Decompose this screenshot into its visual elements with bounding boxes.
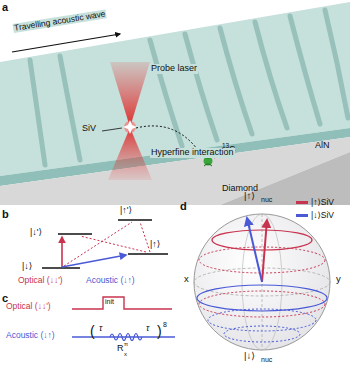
channel-label: Optical (↓↓'): [6, 302, 51, 311]
legend-swatch: [296, 214, 308, 217]
axis-label: y: [336, 274, 341, 284]
state-subscript: nuc: [261, 196, 272, 204]
legend-swatch: [296, 201, 308, 204]
state-label: |↓⟩: [22, 262, 32, 272]
legend-entry: |↑⟩SiV: [296, 198, 334, 207]
material-label: AlN: [315, 141, 330, 151]
state-label: |↑'⟩: [120, 206, 132, 216]
legend-text: |↑⟩SiV: [311, 198, 334, 207]
panel-letter: a: [2, 1, 8, 13]
bracket: ): [157, 324, 162, 339]
gate-superscript: π: [124, 341, 128, 348]
legend-entry: |↓⟩SiV: [296, 211, 334, 220]
gate-label: R: [117, 344, 124, 354]
bracket: (: [90, 324, 95, 339]
state-label: |↑⟩: [150, 240, 160, 250]
repeat-count: 8: [163, 321, 167, 329]
pulse-label: init: [105, 298, 114, 306]
pulse-sequence: [72, 297, 175, 341]
panel-letter: b: [2, 208, 9, 220]
state-subscript: nuc: [261, 356, 272, 364]
panel-letter: d: [180, 200, 187, 212]
device-illustration: [0, 2, 350, 205]
axis-label: x: [184, 274, 189, 284]
transition-label: Acoustic (↓↑): [86, 276, 135, 285]
legend-text: |↓⟩SiV: [311, 211, 334, 220]
transition-label: Optical (↓↓'): [18, 276, 63, 285]
wave-label: Travelling acoustic wave: [13, 9, 108, 33]
delay-label: τ: [99, 324, 102, 334]
energy-level-diagram: [42, 220, 168, 268]
state-label: |↓'⟩: [30, 228, 42, 238]
delay-label: τ: [146, 324, 149, 334]
axis-state-label: |↓⟩: [244, 351, 255, 361]
interaction-label: Hyperfine interaction: [150, 148, 235, 158]
axis-state-label: |↑⟩: [244, 191, 255, 201]
channel-label: Acoustic (↓↑): [6, 331, 55, 340]
defect-label: SiV: [82, 124, 96, 134]
bloch-sphere: [194, 214, 330, 350]
gate-subscript: x: [124, 351, 127, 358]
laser-label: Probe laser: [150, 64, 198, 74]
